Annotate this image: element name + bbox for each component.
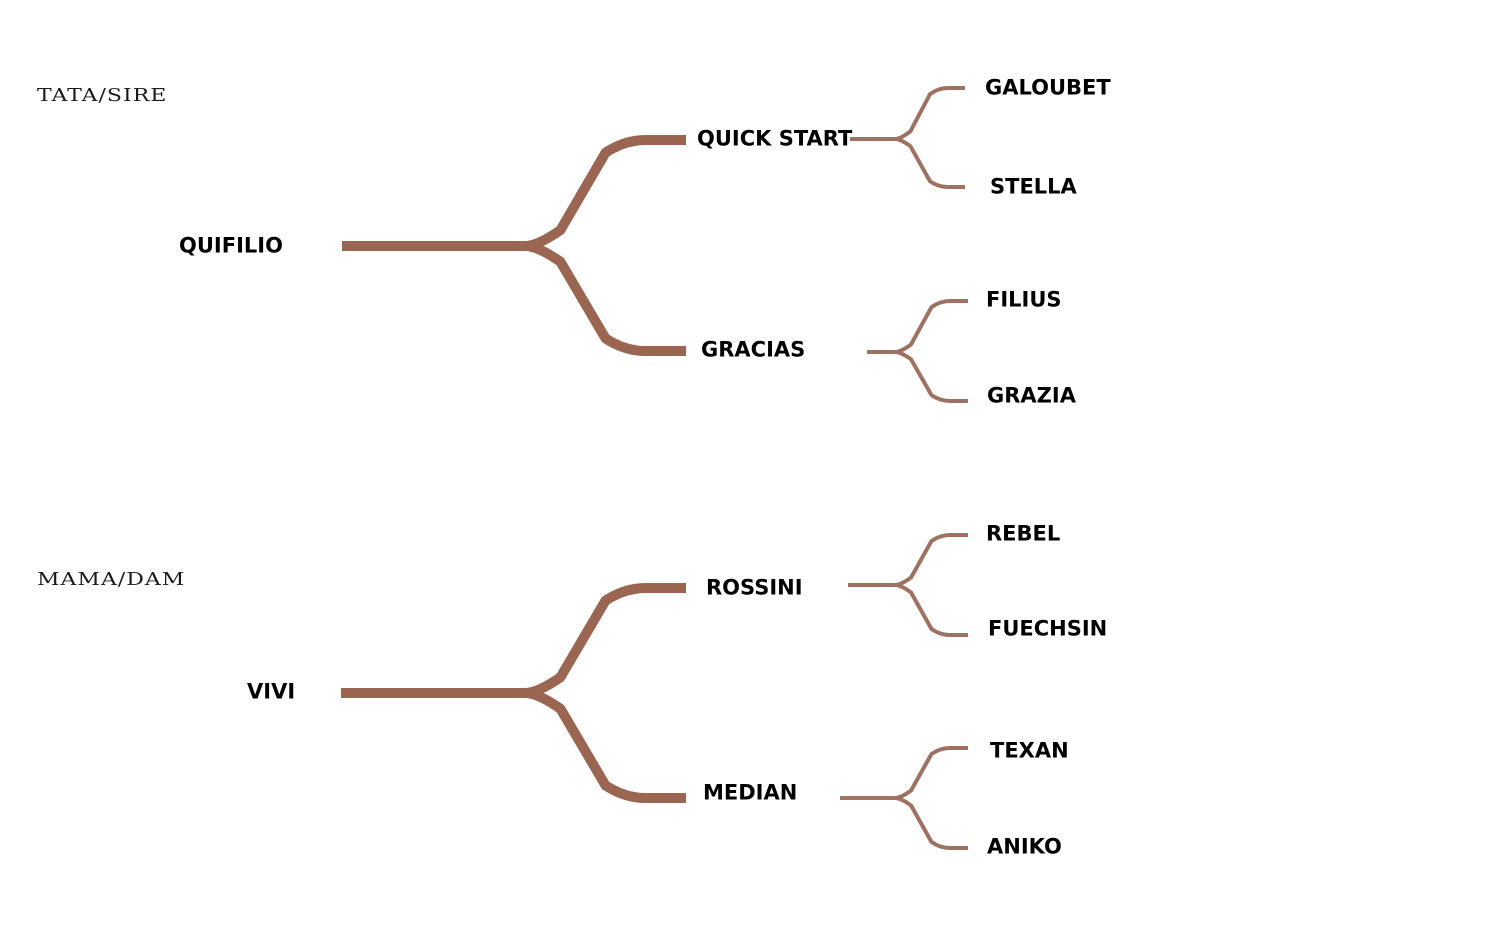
dam-sire-fork-upper-branch — [894, 533, 968, 587]
sire-sire-fork-lower-branch — [894, 137, 965, 189]
dam-dam-dam-name: ANIKO — [987, 834, 1062, 859]
dam-heading: MAMA/DAM — [37, 569, 186, 590]
dam-sire-dam-name: FUECHSIN — [988, 616, 1108, 641]
dam-dam-fork-lower-branch — [894, 796, 968, 850]
sire-sire-sire-name: GALOUBET — [985, 75, 1111, 100]
dam-sire-name: ROSSINI — [706, 575, 803, 600]
sire-sire-fork — [850, 86, 965, 189]
dam-main-fork-upper-branch — [524, 583, 686, 698]
sire-dam-sire-name: FILIUS — [986, 287, 1062, 312]
sire-main-fork-upper-branch — [524, 135, 686, 251]
sire-dam-fork — [867, 299, 968, 403]
sire-dam-fork-lower-branch — [894, 350, 968, 403]
sire-sire-name: QUICK START — [697, 126, 853, 151]
dam-main-fork-lower-branch — [524, 688, 686, 803]
sire-dam-dam-name: GRAZIA — [987, 383, 1076, 408]
dam-name: VIVI — [247, 679, 296, 704]
sire-sire-fork-upper-branch — [894, 86, 965, 141]
sire-dam-fork-upper-branch — [894, 299, 968, 354]
sire-main-fork — [342, 135, 686, 356]
sire-main-fork-lower-branch — [524, 241, 686, 356]
sire-sire-dam-name: STELLA — [990, 174, 1077, 199]
dam-dam-sire-name: TEXAN — [990, 738, 1069, 763]
dam-dam-fork — [840, 746, 968, 850]
sire-heading: TATA/SIRE — [37, 85, 168, 106]
dam-sire-fork — [848, 533, 968, 637]
sire-name: QUIFILIO — [179, 233, 283, 258]
sire-dam-name: GRACIAS — [701, 337, 806, 362]
dam-dam-name: MEDIAN — [703, 780, 798, 805]
dam-dam-fork-upper-branch — [894, 746, 968, 800]
dam-main-fork — [341, 583, 686, 803]
dam-sire-sire-name: REBEL — [986, 521, 1061, 546]
dam-sire-fork-lower-branch — [894, 583, 968, 637]
